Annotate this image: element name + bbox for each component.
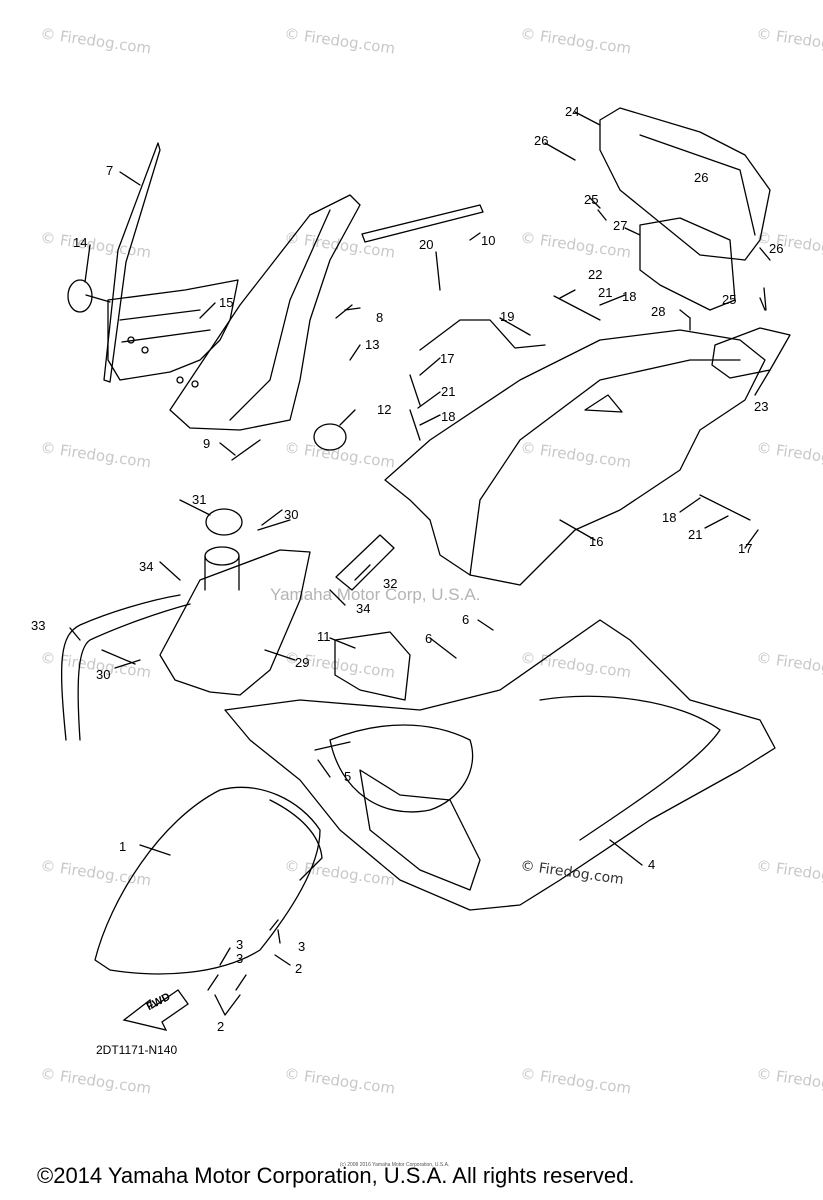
reservoir (159, 549, 311, 696)
part-label: 16 (589, 534, 604, 549)
part-label: 1 (119, 839, 127, 854)
part-label: 18 (441, 409, 456, 424)
rod (419, 319, 546, 351)
plate (639, 217, 736, 311)
part-label: 26 (694, 170, 709, 185)
reservoir-neck (204, 546, 240, 566)
part-label: 27 (613, 218, 628, 233)
part-label: 34 (139, 559, 154, 574)
front-fender (94, 786, 321, 975)
part-label: 25 (722, 292, 737, 307)
part-label: 11 (317, 629, 331, 644)
part-label: 9 (203, 436, 211, 451)
part-label: 18 (662, 510, 677, 525)
floor-board (224, 619, 776, 911)
bracket-11 (334, 631, 411, 701)
part-label: 29 (295, 655, 310, 670)
part-label: 17 (440, 351, 455, 366)
part-label: 7 (106, 163, 114, 178)
fwd-arrow (122, 989, 189, 1031)
part-label: 5 (344, 769, 352, 784)
hose (60, 594, 191, 741)
part-label: 31 (192, 492, 207, 507)
part-label: 10 (481, 233, 496, 248)
center-watermark: Yamaha Motor Corp, U.S.A. (270, 585, 481, 604)
part-label: 14 (73, 235, 88, 250)
part-label: 2 (295, 961, 303, 976)
part-label: 12 (377, 402, 392, 417)
part-label: 26 (534, 133, 549, 148)
windscreen (103, 142, 161, 383)
part-label: 17 (738, 541, 753, 556)
rear-bracket (599, 107, 771, 261)
part-label: 28 (651, 304, 666, 319)
tube (335, 534, 395, 591)
part-label: 4 (648, 857, 656, 872)
part-label: 21 (598, 285, 613, 300)
diagram-code: 2DT1171-N140 (96, 1043, 178, 1057)
part-label: 3 (236, 951, 244, 966)
part-label: 19 (500, 309, 515, 324)
part-label: 23 (754, 399, 769, 414)
inner-cowl (169, 194, 361, 431)
reflector (711, 327, 791, 379)
reservoir-cap (205, 508, 243, 536)
part-label: 33 (31, 618, 46, 633)
fine-print: (c) 2008 2016 Yamaha Motor Corporation, … (340, 1162, 450, 1168)
part-label: 6 (425, 631, 433, 646)
copyright-notice: ©2014 Yamaha Motor Corporation, U.S.A. A… (37, 1163, 635, 1188)
part-label: 34 (356, 601, 371, 616)
part-label: 18 (622, 289, 637, 304)
part-label: 15 (219, 295, 234, 310)
part-label: 3 (236, 937, 244, 952)
part-label: 8 (376, 310, 384, 325)
part-label: 24 (565, 104, 580, 119)
part-label: 26 (769, 241, 784, 256)
strap (361, 204, 484, 243)
part-label: 13 (365, 337, 380, 352)
part-label: 21 (441, 384, 456, 399)
part-label: 22 (588, 267, 603, 282)
knob (67, 279, 93, 313)
part-label: 30 (284, 507, 299, 522)
part-label: 20 (419, 237, 434, 252)
part-label: 6 (462, 612, 470, 627)
part-label: 32 (383, 576, 398, 591)
part-label: 21 (688, 527, 703, 542)
part-label: 3 (298, 939, 306, 954)
cap-12 (313, 423, 347, 451)
part-label: 30 (96, 667, 111, 682)
rear-fender (384, 329, 766, 586)
part-label: 2 (217, 1019, 225, 1034)
part-label: 25 (584, 192, 599, 207)
